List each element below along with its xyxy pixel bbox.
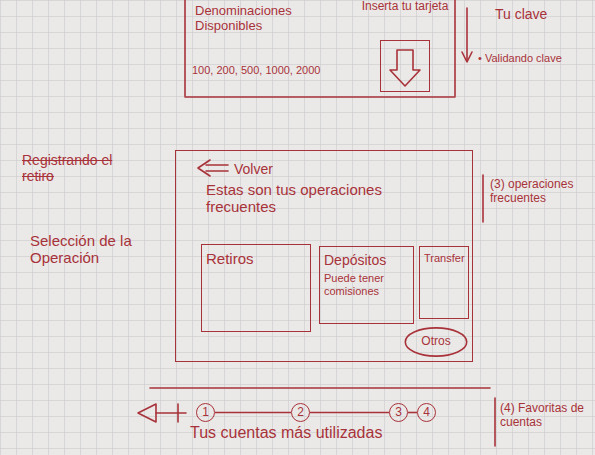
struck-note: Registrando el retiro: [22, 152, 122, 184]
progress-line: [408, 412, 417, 414]
back-arrow: [206, 170, 228, 172]
side-note: (4) Favoritas de cuentas: [500, 402, 592, 430]
more-button: Otros: [404, 326, 468, 358]
step-note: Tu clave: [495, 6, 585, 22]
screen-frame: VolverEstas son tus operaciones frecuent…: [175, 150, 473, 362]
section-caption: Tus cuentas más utilizadas: [190, 424, 470, 442]
step-number: 2: [297, 406, 304, 420]
back-arrow-head: [198, 160, 210, 176]
back-link: Volver: [234, 161, 273, 177]
section-note: Denominaciones Disponibles: [195, 4, 305, 34]
back-arrow: [206, 164, 228, 166]
button-text: Otros: [421, 335, 450, 349]
divider-line: [150, 387, 490, 389]
screen-heading: Estas son tus operaciones frecuentes: [206, 181, 421, 216]
step-note: • Validando clave: [478, 52, 562, 65]
back-line: [156, 412, 186, 414]
step-number: 4: [423, 406, 430, 420]
button-note: Puede tener comisiones: [324, 272, 409, 297]
button-text: Depósitos: [324, 252, 409, 268]
flow-arrow-head: [462, 52, 472, 62]
button-text: Retiros: [206, 250, 306, 267]
step-circle: 3: [389, 403, 408, 422]
down-arrow-icon: [390, 50, 420, 86]
back-tick: [177, 404, 179, 422]
back-triangle: [138, 404, 156, 422]
denominations-list: 100, 200, 500, 1000, 2000: [192, 64, 320, 77]
operation-button: DepósitosPuede tener comisiones: [319, 246, 414, 324]
operation-button: Retiros: [201, 244, 311, 332]
divider-line: [185, 96, 455, 98]
button-text: Transfer: [424, 252, 464, 265]
bracket-line: [482, 175, 484, 222]
operation-button: Transfer: [419, 246, 469, 319]
step-circle: 2: [291, 403, 310, 422]
progress-line: [215, 412, 291, 414]
ellipse-outline: [405, 328, 466, 356]
step-circle: 1: [196, 403, 215, 422]
card-reader: Inserta tu tarjeta: [355, 0, 455, 92]
step-number: 3: [395, 406, 402, 420]
slot-heading: Inserta tu tarjeta: [355, 0, 455, 14]
section-title: Selección de la Operación: [30, 232, 170, 267]
side-note: (3) operaciones frecuentes: [490, 178, 590, 206]
step-circle: 4: [417, 403, 436, 422]
bracket-line: [494, 398, 496, 446]
progress-line: [310, 412, 389, 414]
divider-line: [454, 0, 456, 96]
flow-arrow: [466, 8, 468, 60]
step-number: 1: [202, 406, 209, 420]
divider-line: [184, 0, 186, 96]
card-slot: [380, 40, 430, 92]
